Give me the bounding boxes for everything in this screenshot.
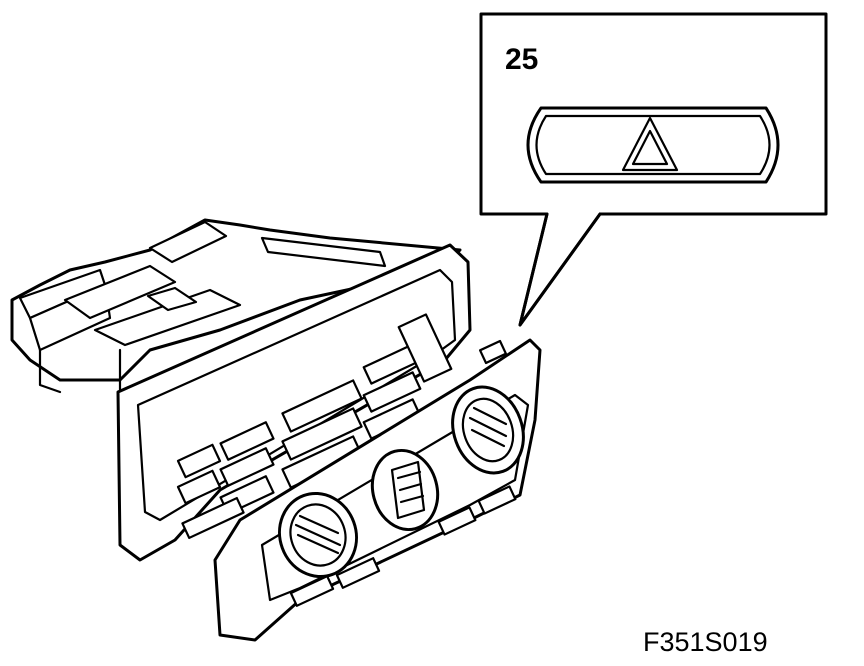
- knob-panel-buttons: [289, 339, 517, 607]
- left-knob: [278, 491, 358, 579]
- center-knob: [370, 448, 440, 532]
- knob-panel: [213, 338, 542, 642]
- hazard-warning-triangle-icon: [621, 116, 679, 172]
- hazard-button: [526, 106, 780, 184]
- reference-number: 25: [505, 43, 538, 76]
- callout-box: 25: [479, 12, 828, 327]
- upper-panel: [116, 243, 472, 562]
- upper-panel-buttons: [176, 313, 453, 540]
- figure-code: F351S019: [643, 627, 768, 657]
- rear-housing: [10, 218, 462, 412]
- climate-control-unit: [10, 218, 542, 642]
- right-knob: [451, 385, 525, 475]
